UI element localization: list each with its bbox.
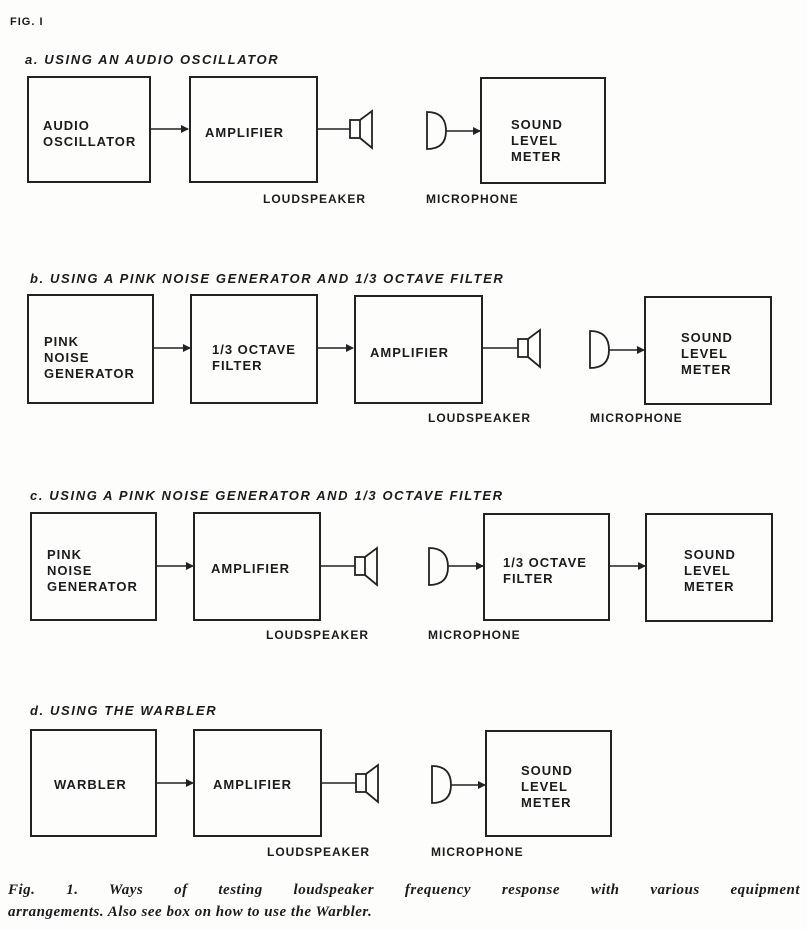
loudspeaker-icon [355,763,379,804]
figure-caption: Fig. 1. Ways of testing loudspeaker freq… [8,879,800,923]
amplifier-label: AMPLIFIER [211,561,291,576]
loudspeaker-icon [349,109,373,150]
microphone-icon [589,330,610,369]
loudspeaker-icon [517,328,541,369]
amplifier-box: AMPLIFIER [354,295,483,404]
loudspeaker-label: LOUDSPEAKER [266,628,370,642]
octave-filter-box: 1/3 OCTAVE FILTER [483,513,610,621]
loudspeaker-label: LOUDSPEAKER [428,411,532,425]
section-a-title: a. USING AN AUDIO OSCILLATOR [25,52,280,67]
pink-noise-generator-box: PINK NOISE GENERATOR [30,512,157,621]
caption-line-1: Fig. 1. Ways of testing loudspeaker freq… [8,882,800,898]
microphone-icon [431,765,452,804]
amplifier-label: AMPLIFIER [205,125,285,140]
warbler-label: WARBLER [54,777,127,792]
microphone-icon [426,111,447,150]
microphone-label: MICROPHONE [426,192,519,206]
amplifier-box: AMPLIFIER [193,729,322,837]
microphone-label: MICROPHONE [428,628,521,642]
amplifier-label: AMPLIFIER [213,777,293,792]
sound-level-meter-box: SOUND LEVEL METER [644,296,772,405]
audio-oscillator-label: AUDIO OSCILLATOR [43,118,137,149]
sound-level-meter-label: SOUND LEVEL METER [681,330,733,377]
sound-level-meter-box: SOUND LEVEL METER [485,730,612,837]
microphone-label: MICROPHONE [431,845,524,859]
octave-filter-label: 1/3 OCTAVE FILTER [212,342,296,373]
pink-noise-generator-label: PINK NOISE GENERATOR [47,547,138,594]
amplifier-label: AMPLIFIER [370,345,450,360]
sound-level-meter-label: SOUND LEVEL METER [684,547,736,594]
figure-label: FIG. I [10,16,44,28]
section-b-title: b. USING A PINK NOISE GENERATOR AND 1/3 … [30,271,505,286]
sound-level-meter-box: SOUND LEVEL METER [645,513,773,622]
loudspeaker-label: LOUDSPEAKER [263,192,367,206]
section-d-title: d. USING THE WARBLER [30,703,218,718]
sound-level-meter-label: SOUND LEVEL METER [511,117,563,164]
octave-filter-label: 1/3 OCTAVE FILTER [503,555,587,586]
caption-line-2: arrangements. Also see box on how to use… [8,904,373,920]
loudspeaker-icon [354,546,378,587]
pink-noise-generator-box: PINK NOISE GENERATOR [27,294,154,404]
audio-oscillator-box: AUDIO OSCILLATOR [27,76,151,183]
sound-level-meter-label: SOUND LEVEL METER [521,763,573,810]
octave-filter-box: 1/3 OCTAVE FILTER [190,294,318,404]
loudspeaker-label: LOUDSPEAKER [267,845,371,859]
pink-noise-generator-label: PINK NOISE GENERATOR [44,334,135,381]
microphone-icon [428,547,449,586]
amplifier-box: AMPLIFIER [189,76,318,183]
section-c-title: c. USING A PINK NOISE GENERATOR AND 1/3 … [30,488,504,503]
warbler-box: WARBLER [30,729,157,837]
sound-level-meter-box: SOUND LEVEL METER [480,77,606,184]
amplifier-box: AMPLIFIER [193,512,321,621]
microphone-label: MICROPHONE [590,411,683,425]
